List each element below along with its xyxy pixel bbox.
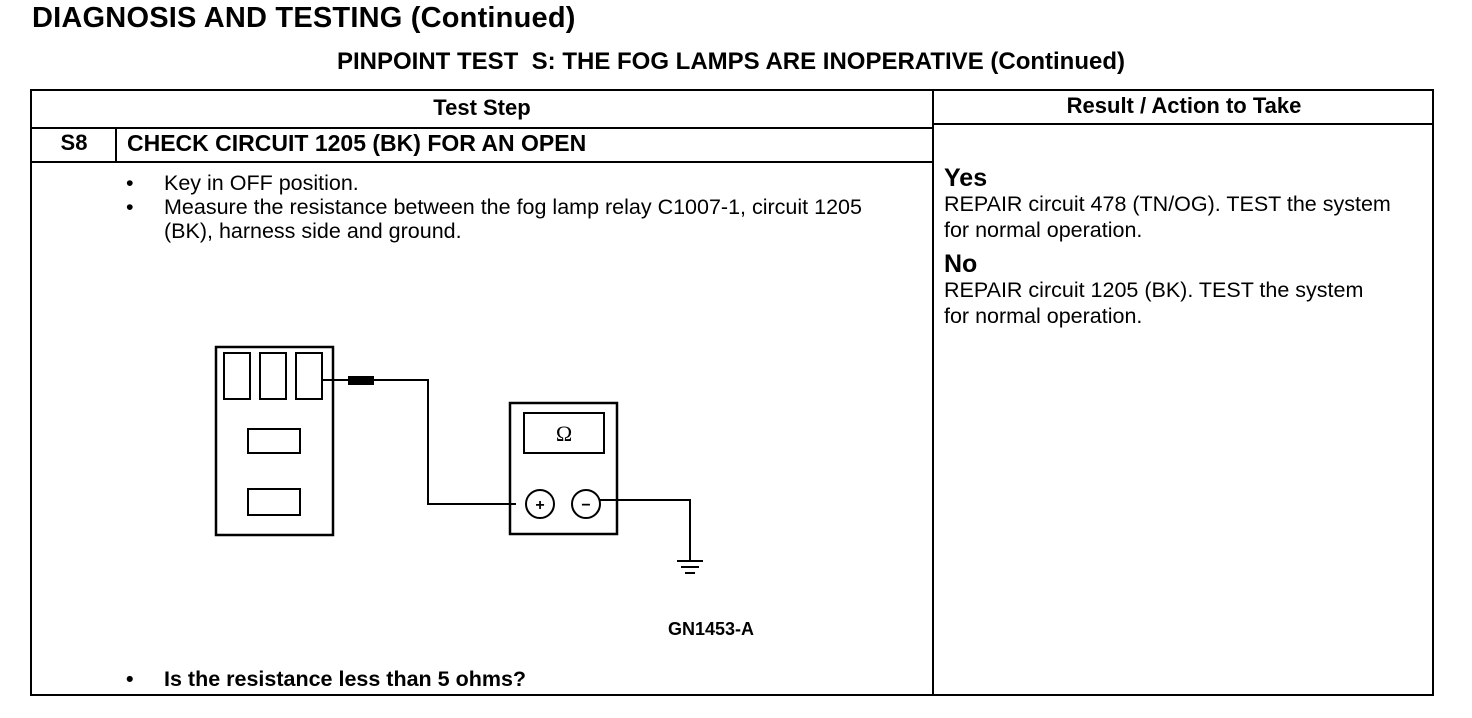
instruction-item: Measure the resistance between the fog l… <box>124 195 864 243</box>
test-title-text: PINPOINT TEST S: THE FOG LAMPS ARE INOPE… <box>336 48 1125 75</box>
positive-terminal <box>525 489 555 519</box>
test-title: PINPOINT TEST S: THE FOG LAMPS ARE INOPE… <box>0 48 1472 76</box>
connector-cavity <box>295 352 323 400</box>
step-instructions: Key in OFF position. Measure the resista… <box>124 171 864 243</box>
step-header-rule <box>32 127 932 129</box>
step-id: S8 <box>60 130 88 155</box>
plus-symbol: + <box>535 497 544 514</box>
negative-terminal <box>571 489 601 519</box>
test-lead-positive <box>374 379 516 505</box>
test-lead-negative <box>600 499 691 561</box>
connector-cavity <box>223 352 251 400</box>
test-question: Is the resistance less than 5 ohms? <box>124 667 526 692</box>
header-test-step: Test Step <box>433 95 531 120</box>
step-title: CHECK CIRCUIT 1205 (BK) FOR AN OPEN <box>127 130 587 156</box>
ohmmeter <box>508 401 619 536</box>
meter-display <box>523 412 605 454</box>
result-no: No REPAIR circuit 1205 (BK). TEST the sy… <box>944 251 1424 329</box>
result-no-text: REPAIR circuit 1205 (BK). TEST the syste… <box>944 278 1364 328</box>
minus-symbol: − <box>581 497 590 514</box>
header-result-action: Result / Action to Take <box>1066 93 1302 118</box>
connector-slot <box>247 428 301 454</box>
relay-connector <box>214 345 335 537</box>
connector-slot <box>247 488 301 516</box>
connector-cavity <box>259 352 287 400</box>
step-title-rule <box>32 161 932 163</box>
result-no-head: No <box>944 250 978 278</box>
step-id-divider <box>115 127 117 163</box>
figure-label: GN1453-A <box>668 619 755 639</box>
result-yes-head: Yes <box>944 164 988 192</box>
instruction-item: Key in OFF position. <box>124 171 864 195</box>
page-title: DIAGNOSIS AND TESTING (Continued) <box>32 2 576 34</box>
result-yes: Yes REPAIR circuit 478 (TN/OG). TEST the… <box>944 165 1424 243</box>
test-diagram: Ω + − <box>214 345 703 574</box>
pinpoint-test-table: Test Step Result / Action to Take S8 CHE… <box>30 89 1434 696</box>
ohm-symbol: Ω <box>556 421 572 446</box>
column-divider <box>932 91 934 694</box>
result-yes-text: REPAIR circuit 478 (TN/OG). TEST the sys… <box>944 192 1391 242</box>
result-actions: Yes REPAIR circuit 478 (TN/OG). TEST the… <box>944 165 1424 337</box>
test-probe <box>348 376 374 385</box>
result-header-rule <box>932 123 1434 125</box>
